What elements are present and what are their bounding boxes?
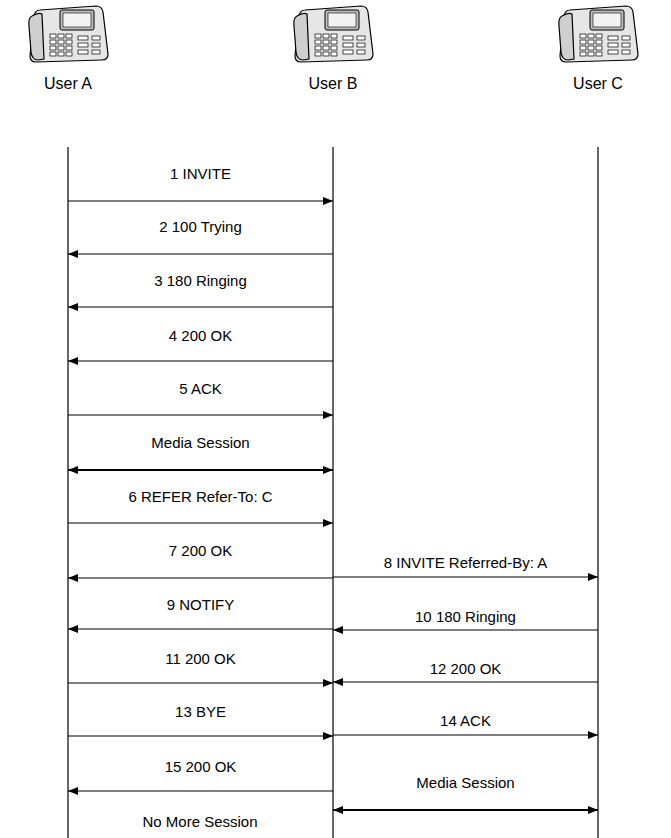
arrowhead [323, 197, 333, 205]
message-line [68, 253, 333, 254]
message-arrow [68, 519, 333, 527]
lifeline [67, 147, 68, 838]
message-arrow [68, 787, 333, 795]
message-arrow [333, 806, 598, 814]
message-label: 9 NOTIFY [165, 596, 237, 614]
message-line [68, 577, 333, 578]
message-arrow [68, 411, 333, 419]
message-arrow [68, 197, 333, 205]
participant: User A [13, 0, 123, 94]
message-arrow [68, 679, 333, 687]
arrowhead [68, 303, 78, 311]
lifeline [597, 147, 598, 838]
message-line [68, 735, 333, 736]
message-arrow [68, 732, 333, 740]
message-line [68, 414, 333, 415]
message-arrow [68, 303, 333, 311]
arrowhead [588, 573, 598, 581]
phone-icon [556, 2, 640, 68]
message-arrow [68, 625, 333, 633]
message-label: 7 200 OK [167, 542, 234, 560]
message-label: 8 INVITE Referred-By: A [382, 554, 549, 572]
message-line [333, 681, 598, 682]
arrowhead [323, 519, 333, 527]
arrowhead [333, 678, 343, 686]
message-arrow [333, 678, 598, 686]
status-note: No More Session [140, 813, 259, 831]
message-arrow [333, 731, 598, 739]
message-line [68, 682, 333, 683]
arrowhead [68, 250, 78, 258]
arrowhead [68, 625, 78, 633]
message-label: 14 ACK [438, 712, 493, 730]
participant-name: User A [13, 74, 123, 94]
message-label: Media Session [149, 434, 251, 452]
message-label: 10 180 Ringing [413, 608, 518, 626]
arrowhead [68, 357, 78, 365]
message-arrow [333, 573, 598, 581]
message-line [68, 469, 333, 471]
participant: User B [278, 0, 388, 94]
message-line [68, 360, 333, 361]
arrowhead [323, 732, 333, 740]
arrowhead [333, 806, 343, 814]
message-line [333, 576, 598, 577]
arrowhead [333, 626, 343, 634]
message-arrow [68, 574, 333, 582]
message-label: 1 INVITE [168, 165, 233, 183]
lifeline [332, 147, 333, 838]
message-label: 5 ACK [177, 380, 224, 398]
message-line [333, 734, 598, 735]
message-arrow [68, 357, 333, 365]
participant-name: User C [543, 74, 653, 94]
arrowhead [588, 731, 598, 739]
participant: User C [543, 0, 653, 94]
message-label: 15 200 OK [163, 758, 239, 776]
arrowhead [323, 411, 333, 419]
message-label: 3 180 Ringing [152, 272, 249, 290]
message-line [68, 306, 333, 307]
message-line [68, 628, 333, 629]
message-arrow [68, 250, 333, 258]
message-line [68, 790, 333, 791]
message-label: 2 100 Trying [157, 218, 244, 236]
arrowhead [588, 806, 598, 814]
arrowhead [68, 574, 78, 582]
message-label: Media Session [414, 774, 516, 792]
arrowhead [68, 466, 78, 474]
message-label: 4 200 OK [167, 327, 234, 345]
message-line [68, 200, 333, 201]
phone-icon [26, 2, 110, 68]
message-label: 12 200 OK [428, 660, 504, 678]
message-label: 13 BYE [173, 703, 228, 721]
phone-icon [291, 2, 375, 68]
message-line [333, 629, 598, 630]
message-line [333, 809, 598, 811]
arrowhead [323, 466, 333, 474]
message-arrow [333, 626, 598, 634]
arrowhead [323, 679, 333, 687]
message-arrow [68, 466, 333, 474]
message-line [68, 522, 333, 523]
message-label: 11 200 OK [163, 650, 238, 668]
arrowhead [68, 787, 78, 795]
message-label: 6 REFER Refer-To: C [126, 488, 274, 506]
participant-name: User B [278, 74, 388, 94]
